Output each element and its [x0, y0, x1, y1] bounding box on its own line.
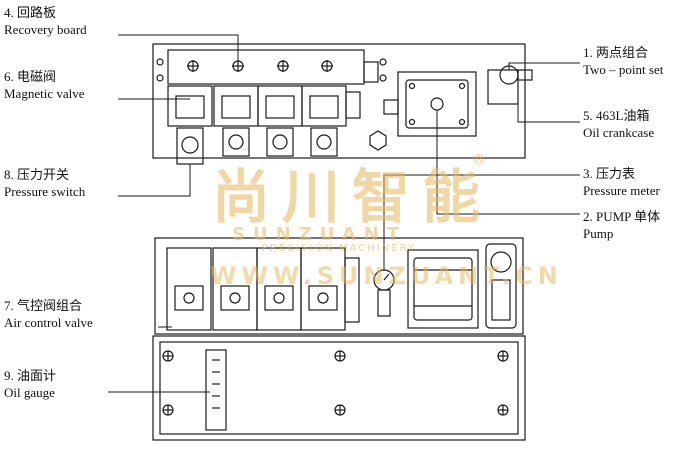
label-magnetic-valve-en: Magnetic valve [4, 86, 85, 101]
label-pressure-switch-en: Pressure switch [4, 184, 86, 199]
label-air-control-valve: 7. 气控阀组合 Air control valve [4, 297, 93, 331]
label-recovery-board-en: Recovery board [4, 22, 87, 37]
filter-unit [485, 243, 517, 329]
watermark-url: WWW.SUNZUANT.CN [210, 262, 563, 290]
label-air-control-valve-cn: 7. 气控阀组合 [4, 298, 83, 313]
lower-frame [154, 237, 524, 335]
label-pressure-meter-en: Pressure meter [583, 183, 660, 198]
magnetic-valve-row [167, 85, 361, 127]
oil-tank [152, 335, 526, 441]
lower-assembly [154, 237, 524, 335]
air-control-valve-row [166, 247, 360, 331]
recovery-board-ports [187, 60, 333, 72]
oil-tank-body [152, 335, 526, 441]
label-oil-crankcase: 5. 463L油箱 Oil crankcase [583, 107, 654, 141]
label-pressure-switch-cn: 8. 压力开关 [4, 167, 70, 182]
label-oil-crankcase-en: Oil crankcase [583, 125, 655, 140]
two-point-set-part [487, 69, 519, 105]
label-oil-crankcase-cn: 5. 463L油箱 [583, 108, 650, 123]
crankcase-port [383, 99, 399, 115]
watermark-en: SUNZUANT [232, 224, 408, 245]
upper-frame [152, 43, 526, 159]
label-pump-en: Pump [583, 226, 614, 241]
label-pump-cn: 2. PUMP 单体 [583, 209, 661, 224]
board-end-block [363, 61, 379, 83]
label-oil-gauge-cn: 9. 油面计 [4, 368, 57, 383]
pump-body [407, 249, 479, 329]
label-two-point-set: 1. 两点组合 Two – point set [583, 44, 663, 78]
leader-lines [108, 34, 580, 393]
oil-gauge-part [205, 349, 227, 431]
label-oil-gauge-en: Oil gauge [4, 385, 55, 400]
label-pressure-meter-cn: 3. 压力表 [583, 166, 636, 181]
label-pump: 2. PUMP 单体 Pump [583, 208, 660, 242]
tank-bolts [162, 350, 509, 416]
label-recovery-board-cn: 4. 回路板 [4, 5, 57, 20]
hex-nut [369, 130, 387, 151]
crankcase-center-bolt [430, 97, 444, 111]
label-pressure-switch: 8. 压力开关 Pressure switch [4, 166, 85, 200]
label-magnetic-valve: 6. 电磁阀 Magnetic valve [4, 68, 85, 102]
watermark-cn: 尚川智能 [212, 163, 493, 231]
label-oil-gauge: 9. 油面计 Oil gauge [4, 367, 56, 401]
label-two-point-set-en: Two – point set [583, 62, 664, 77]
label-recovery-board: 4. 回路板 Recovery board [4, 4, 87, 38]
label-magnetic-valve-cn: 6. 电磁阀 [4, 69, 57, 84]
watermark-registered-mark: ® [472, 152, 486, 168]
watermark-sub: PRECISION MACHINERY [262, 243, 417, 254]
upper-assembly [152, 43, 533, 165]
label-pressure-meter: 3. 压力表 Pressure meter [583, 165, 660, 199]
label-two-point-set-cn: 1. 两点组合 [583, 45, 649, 60]
label-air-control-valve-en: Air control valve [4, 315, 93, 330]
